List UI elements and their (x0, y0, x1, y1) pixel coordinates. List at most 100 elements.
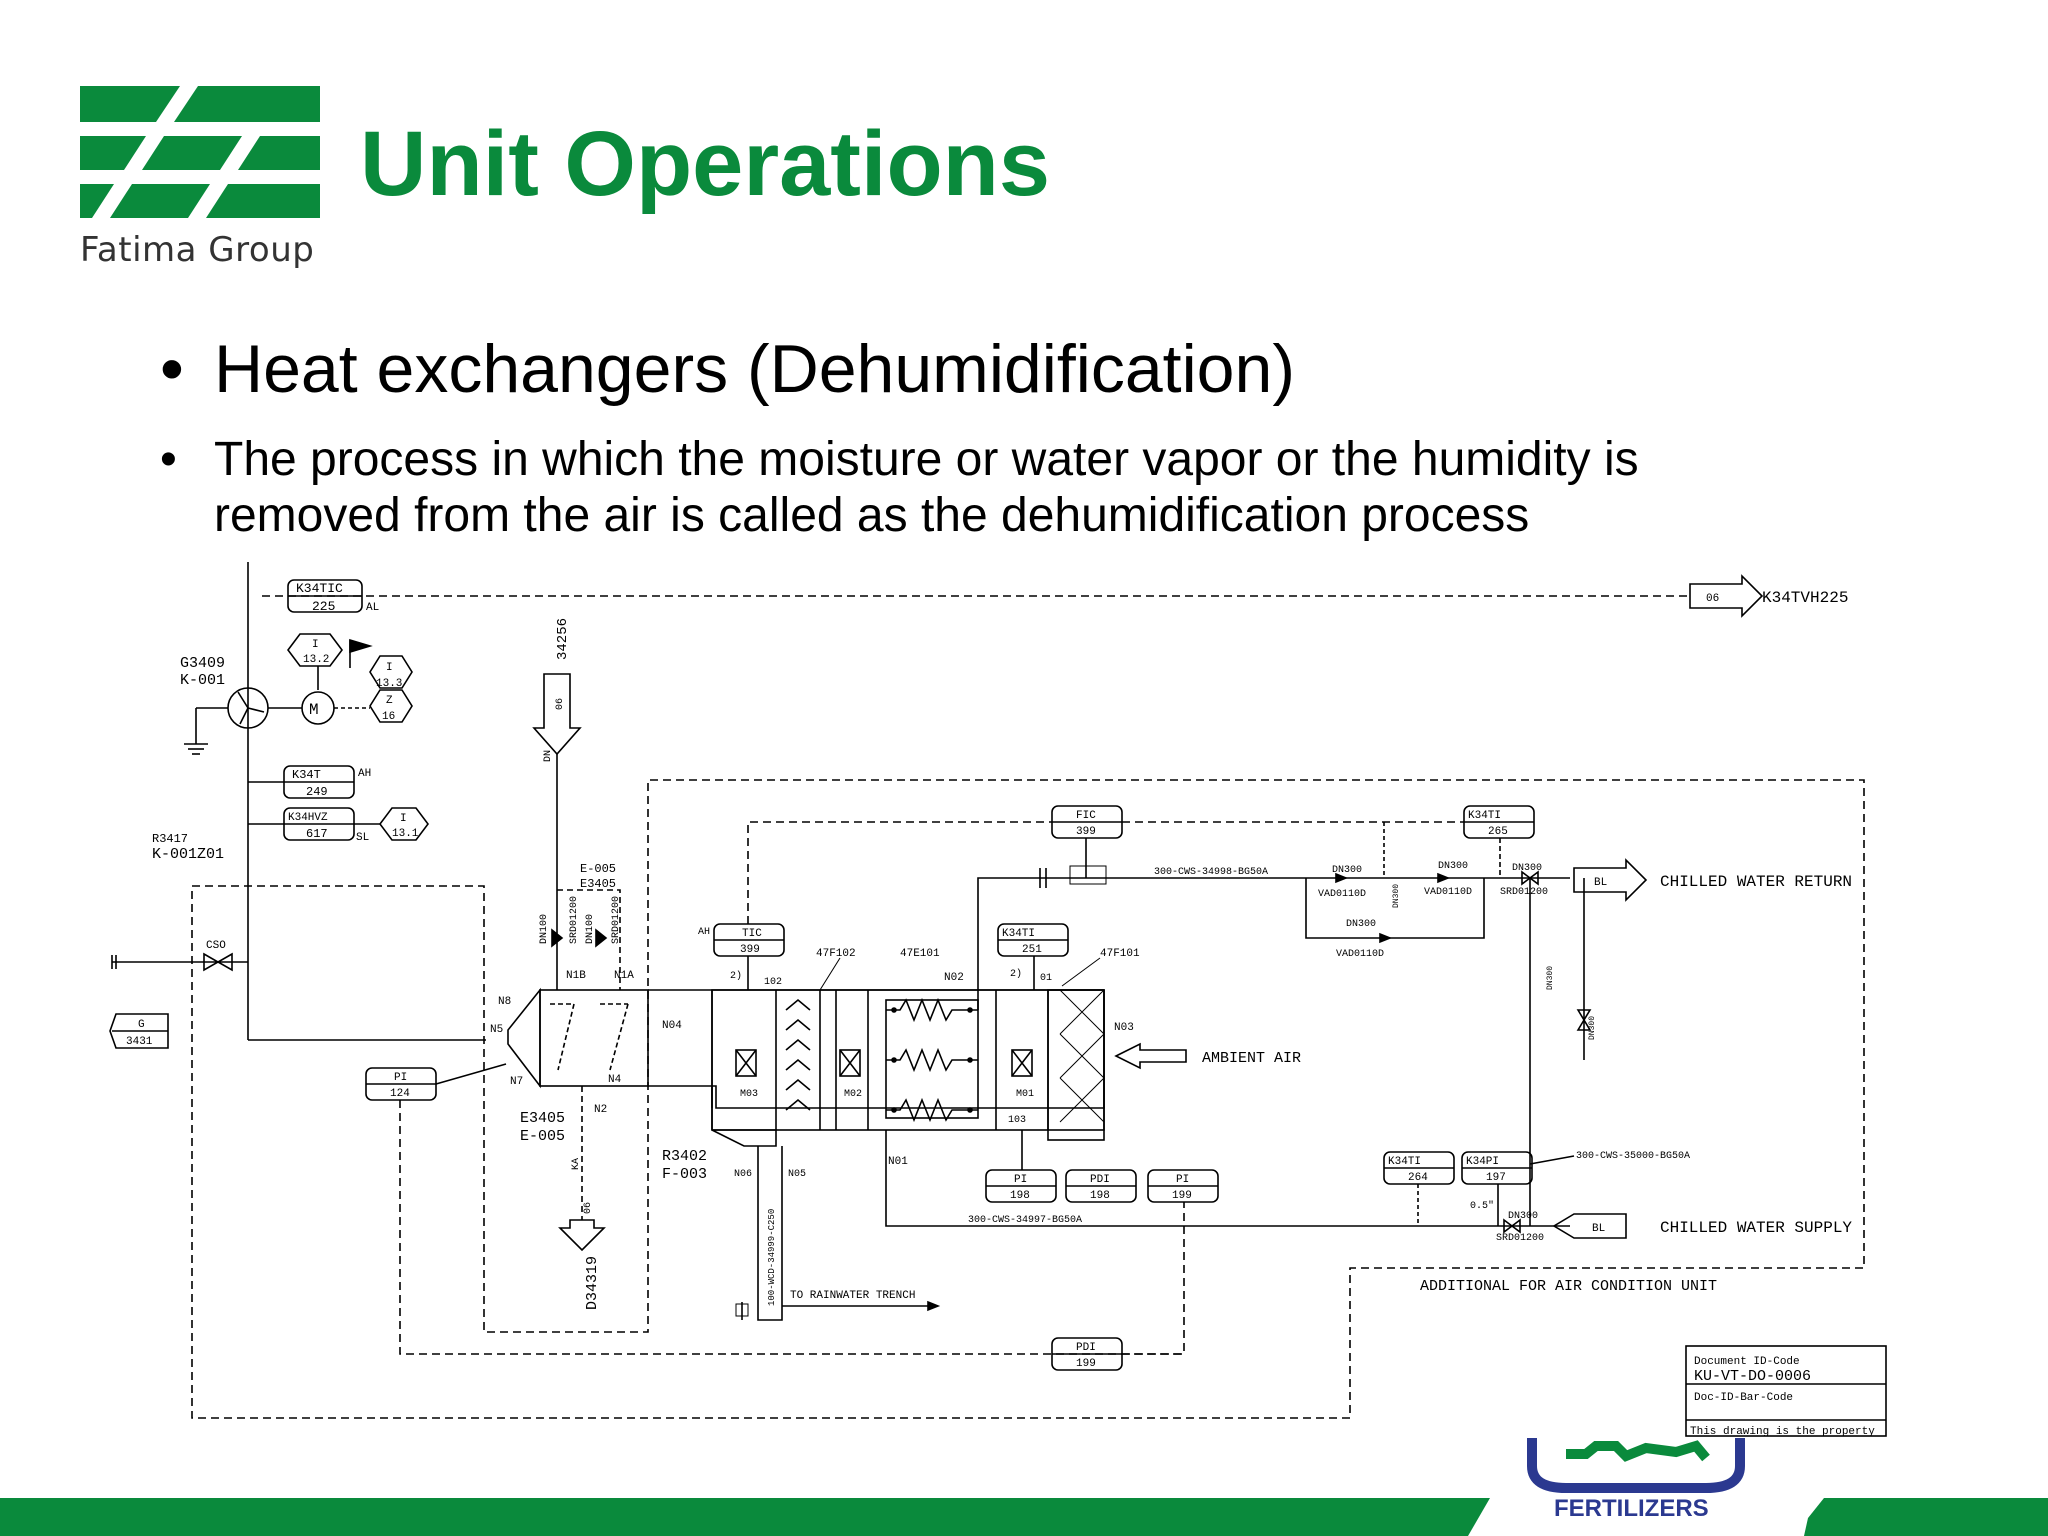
k34ti-label: K34TI (1468, 810, 1501, 822)
valve-label: SRD01200 (1500, 887, 1548, 898)
g3431-tag (109, 1013, 169, 1049)
pdi-value: 199 (1076, 1358, 1096, 1370)
dn300-label: DN300 (1512, 863, 1542, 874)
f47f101-label: 47F101 (1100, 948, 1140, 960)
nozzle-label: N5 (490, 1024, 503, 1036)
indicator-value: 16 (382, 711, 395, 723)
srd-label: SRD01200 (569, 896, 580, 944)
valve-label: VAD0110D (1318, 889, 1366, 900)
k34ti-label: K34TI (1002, 928, 1035, 940)
dn300-label: DN300 (1508, 1211, 1538, 1222)
ambient-air-label: AMBIENT AIR (1202, 1050, 1301, 1067)
line-number-label: 300-CWS-35000-BG50A (1576, 1151, 1690, 1162)
m02-damper (839, 1049, 861, 1077)
package-boundary (191, 779, 1865, 1419)
pi-value: 198 (1010, 1190, 1030, 1202)
inlet-cone (507, 987, 541, 1089)
g-value: 3431 (126, 1036, 153, 1048)
dn100-label: DN100 (585, 914, 596, 944)
e47e101-label: 47E101 (900, 948, 940, 960)
pi-label: PI (1176, 1174, 1189, 1186)
k34ti-value: 264 (1408, 1172, 1428, 1184)
doc-id-label: Document ID-Code (1694, 1356, 1800, 1368)
ah-label: AH (698, 927, 710, 938)
bullet-dot: • (160, 433, 177, 486)
k34ti-value: 265 (1488, 826, 1508, 838)
i-13-3-indicator (369, 655, 413, 689)
nozzle-label: N8 (498, 996, 511, 1008)
e3405-tag-label: E3405 (520, 1110, 565, 1127)
ka-label: KA (571, 1158, 582, 1170)
nozzle-label: N01 (888, 1156, 908, 1168)
doc-id-value: KU-VT-DO-0006 (1694, 1368, 1811, 1385)
page-title: Unit Operations (360, 113, 1051, 215)
nozzle-label: N4 (608, 1074, 622, 1086)
i-13-2-indicator (287, 633, 343, 667)
k34tic-label: K34TIC (296, 581, 343, 596)
line-34256-label: 34256 (555, 618, 571, 660)
e3405-label: E3405 (580, 877, 616, 891)
barcode-label: Doc-ID-Bar-Code (1694, 1392, 1793, 1404)
m03-label: M03 (740, 1089, 758, 1100)
cws-supply-line (885, 1130, 1570, 1227)
chilled-supply-arrow (1552, 1213, 1627, 1239)
offpage-down-arrow (532, 673, 582, 756)
line-number-label: 300-CWS-34997-BG50A (968, 1215, 1082, 1226)
k001-label: K-001 (180, 672, 225, 689)
offpage-number: 06 (555, 698, 566, 710)
note-label: 2) (1010, 968, 1022, 980)
cooling-coil-47e101 (885, 999, 979, 1119)
pi-label: PI (394, 1072, 407, 1084)
indicator-letter: Z (386, 695, 393, 707)
m02-label: M02 (844, 1089, 862, 1100)
chilled-return-label: CHILLED WATER RETURN (1660, 873, 1852, 891)
indicator-value: 13.3 (376, 678, 402, 690)
bl-label: BL (1594, 877, 1607, 889)
k34pi-value: 197 (1486, 1172, 1506, 1184)
fic-label: FIC (1076, 810, 1096, 822)
nozzle-label: N2 (594, 1104, 607, 1116)
r3417-label: R3417 (152, 832, 188, 846)
tic-label: TIC (742, 928, 762, 940)
valve-label: VAD0110D (1424, 887, 1472, 898)
line-number-label: 300-CWS-34998-BG50A (1154, 867, 1268, 878)
nozzle-label: N1B (566, 970, 586, 982)
nozzle-label: N03 (1114, 1022, 1134, 1034)
tic-value: 399 (740, 944, 760, 956)
srd-label: SRD01200 (611, 896, 622, 944)
chilled-supply-label: CHILLED WATER SUPPLY (1660, 1219, 1852, 1237)
rainwater-label: TO RAINWATER TRENCH (790, 1290, 915, 1302)
fertilizers-wordmark: FERTILIZERS (1554, 1495, 1709, 1518)
dn300-label: DN300 (1392, 884, 1401, 908)
k34pi-label: K34PI (1466, 1156, 1499, 1168)
k34tic-value: 225 (312, 599, 335, 614)
drain-line-label: 100-WCD-34999-C250 (767, 1209, 777, 1306)
indicator-letter: I (312, 639, 319, 651)
cws-return-line (977, 877, 1570, 980)
m01-label: M01 (1016, 1089, 1034, 1100)
indicator-letter: I (386, 662, 393, 674)
chilled-return-arrow (1573, 858, 1648, 902)
f47f102-label: 47F102 (816, 948, 856, 960)
nozzle-label: N06 (734, 1169, 752, 1180)
indicator-value: 13.1 (392, 828, 419, 840)
m01-damper (1011, 1049, 1033, 1077)
e005-tag-label: E-005 (520, 1128, 565, 1145)
dn300-label: DN300 (1588, 1016, 1597, 1040)
valve-label: VAD0110D (1336, 949, 1384, 960)
f003-label: F-003 (662, 1166, 707, 1183)
dn300-label: DN300 (1546, 966, 1555, 990)
offpage-down-arrow (558, 1219, 606, 1252)
size-label: 0.5" (1470, 1200, 1494, 1212)
nozzle-label: N04 (662, 1020, 682, 1032)
dn300-label: DN300 (1332, 865, 1362, 876)
dn-label: DN (543, 750, 554, 762)
pdi-value: 198 (1090, 1190, 1110, 1202)
pdi-label: PDI (1090, 1174, 1110, 1186)
k34hvz-label: K34HVZ (288, 812, 328, 824)
bullet-line-2: removed from the air is called as the de… (214, 489, 1530, 542)
additional-ac-label: ADDITIONAL FOR AIR CONDITION UNIT (1420, 1278, 1717, 1295)
svg-text:M: M (309, 701, 319, 719)
k34t-label: K34T (292, 768, 321, 782)
cso-valve (203, 952, 220, 972)
